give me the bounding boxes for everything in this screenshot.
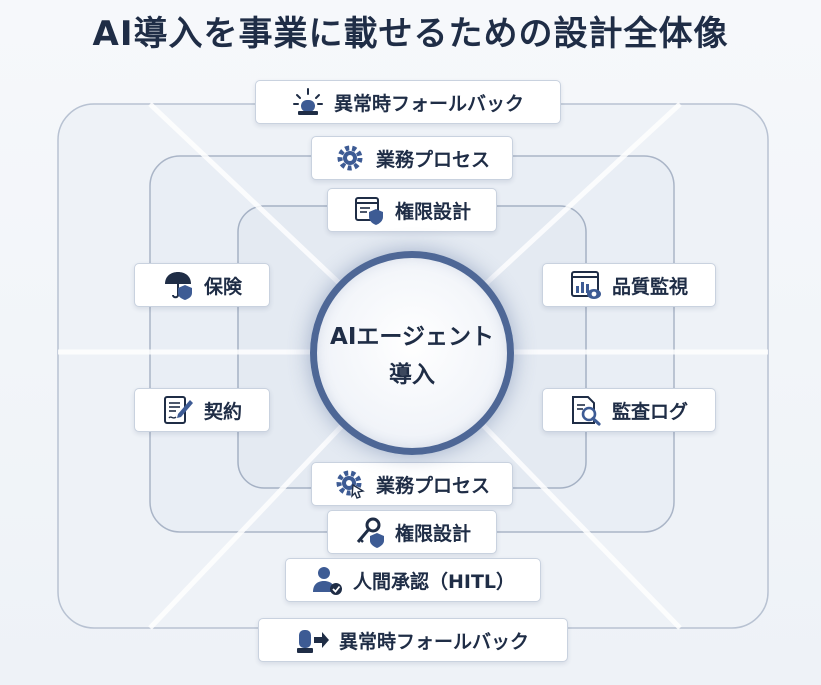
- contract-pen-icon: [163, 396, 193, 424]
- label-text: 異常時フォールバック: [333, 92, 524, 115]
- label-permission-top: 権限設計: [327, 188, 497, 232]
- key-shield-icon: [356, 517, 384, 548]
- label-fallback-top: 異常時フォールバック: [255, 80, 561, 124]
- label-text: 異常時フォールバック: [338, 630, 529, 653]
- label-quality-monitoring: 品質監視: [542, 263, 716, 307]
- siren-icon: [292, 88, 323, 115]
- label-text: 契約: [203, 400, 242, 423]
- center-circle: AIエージェント 導入: [310, 251, 514, 455]
- center-subtitle: 導入: [389, 362, 435, 388]
- label-contract: 契約: [134, 388, 270, 432]
- label-process-top: 業務プロセス: [311, 136, 513, 180]
- document-magnifier-icon: [571, 396, 601, 426]
- label-hitl: 人間承認（HITL）: [285, 558, 541, 602]
- umbrella-shield-icon: [164, 272, 192, 300]
- label-text: 保険: [203, 275, 242, 298]
- gear-cursor-icon: [336, 470, 365, 499]
- label-text: 業務プロセス: [375, 474, 490, 497]
- chart-eye-icon: [570, 271, 601, 299]
- label-audit-log: 監査ログ: [542, 388, 716, 432]
- label-insurance: 保険: [134, 263, 270, 307]
- label-text: 監査ログ: [611, 400, 688, 423]
- siren-arrow-icon: [296, 630, 329, 653]
- label-text: 業務プロセス: [375, 148, 490, 171]
- label-text: 権限設計: [394, 200, 471, 223]
- label-text: 権限設計: [394, 522, 471, 545]
- gear-icon: [337, 145, 363, 171]
- document-shield-icon: [354, 197, 383, 225]
- label-text: 品質監視: [611, 275, 688, 298]
- label-process-bottom: 業務プロセス: [311, 462, 513, 506]
- person-check-icon: [312, 567, 342, 595]
- center-title: AIエージェント: [330, 324, 494, 350]
- label-permission-bottom: 権限設計: [327, 510, 497, 554]
- label-text: 人間承認（HITL）: [352, 570, 516, 593]
- page-title: AI導入を事業に載せるための設計全体像: [92, 14, 729, 54]
- label-fallback-bottom: 異常時フォールバック: [258, 618, 568, 662]
